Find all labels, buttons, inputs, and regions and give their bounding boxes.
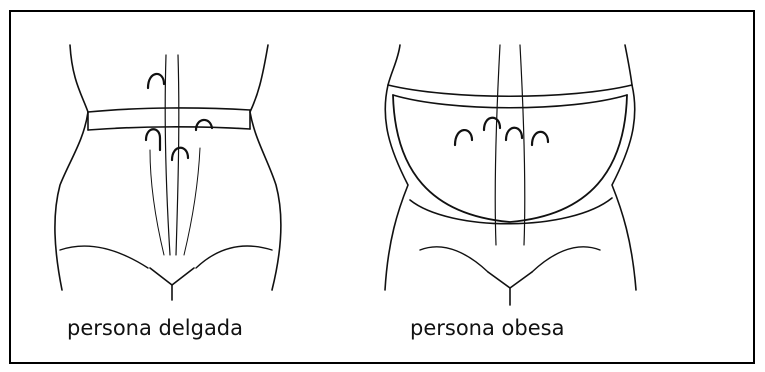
obese-belly-fold [410,198,612,224]
thin-right-flank [250,45,281,290]
thin-belt-top [88,108,250,112]
caption-obese-person: persona obesa [410,316,564,340]
obese-person-figure [385,45,636,305]
obese-hook-icon [532,132,548,145]
obese-hook-icon [506,128,522,140]
thin-inner-line [150,150,164,255]
thin-inner-line-2 [184,148,200,255]
thin-hook-icon [148,74,164,88]
obese-right-flank [612,45,636,290]
obese-belly [393,95,627,222]
thin-hook-icon [172,148,188,160]
thin-midline-left [165,55,170,255]
thin-left-flank [55,45,88,290]
thin-hook-icon [196,120,212,130]
obese-right-leg [532,247,600,272]
obese-hook-icon [484,118,500,130]
thin-groin-v [150,268,194,285]
thin-midline-right [176,55,179,255]
thin-person-figure [55,45,281,300]
caption-thin-person: persona delgada [67,316,243,340]
obese-left-leg [420,247,488,272]
obese-midline-left [495,45,500,245]
thin-belt-bottom [88,127,250,130]
obese-left-flank [385,45,408,290]
obese-top-band [388,85,632,96]
obese-midline-right [520,45,525,245]
thin-hook-icon [146,129,160,150]
thin-right-leg [196,246,272,268]
thin-left-leg [60,246,148,268]
obese-groin-v [488,272,532,288]
obese-hook-icon [455,130,472,145]
